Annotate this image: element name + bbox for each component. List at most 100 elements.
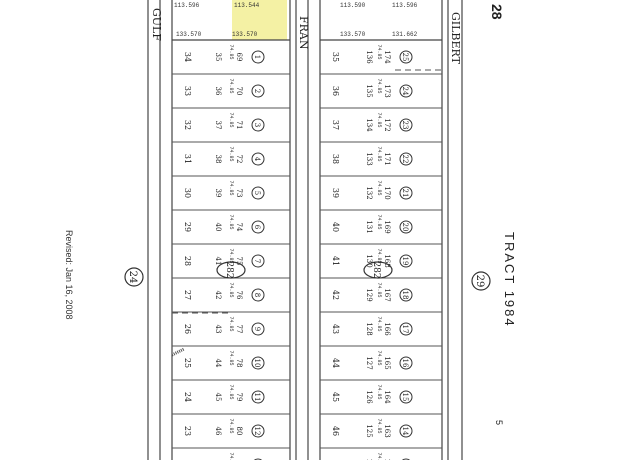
parcel-number: 36 — [214, 87, 222, 96]
lot-circle — [399, 220, 413, 234]
lot-number: 2 — [253, 89, 261, 93]
parcel-number: 37 — [331, 120, 340, 130]
parcel-number: 162 — [383, 458, 391, 460]
lot-circle — [251, 390, 265, 404]
parcel-number: 134 — [365, 118, 373, 132]
frontage-label: 74.85 — [376, 282, 382, 297]
parcel-number: 26 — [183, 324, 192, 334]
parcel-number: 46 — [331, 426, 340, 436]
lot-circle — [399, 118, 413, 132]
parcel-number: 165 — [383, 356, 391, 369]
parcel-number: 126 — [365, 390, 373, 404]
frontage-label: 74.85 — [376, 44, 382, 59]
parcel-number: 44 — [331, 358, 340, 368]
lot-circle — [251, 220, 265, 234]
block-border — [171, 0, 291, 460]
lot-circle — [399, 424, 413, 438]
parcel-number: 130 — [365, 254, 373, 267]
lot-number: 25 — [401, 53, 409, 62]
parcel-number: 132 — [365, 186, 373, 199]
lot-number: 5 — [253, 191, 261, 195]
frontage-label: 74.85 — [228, 146, 234, 161]
frontage-label: 74.85 — [228, 180, 234, 195]
block-29[interactable]: 29 — [471, 271, 491, 291]
parcel-number: 168 — [383, 254, 391, 267]
parcel-number: 42 — [214, 291, 222, 300]
lot-circle — [251, 254, 265, 268]
lot-number: 20 — [401, 223, 409, 232]
lot-circle — [251, 288, 265, 302]
block-29-label: 29 — [474, 275, 485, 288]
parcel-number: 169 — [383, 220, 391, 233]
block-282-east[interactable]: 282 — [363, 261, 393, 279]
lot-circle — [399, 50, 413, 64]
frontage-label: 74.85 — [376, 452, 382, 460]
lot-number: 11 — [253, 393, 261, 402]
frontage-label: 74.85 — [376, 418, 382, 433]
block-282-west[interactable]: 282 — [216, 261, 246, 279]
parcel-number: 37 — [214, 121, 222, 130]
lot-circle — [251, 186, 265, 200]
lot-circle — [399, 288, 413, 302]
lot-number: 4 — [253, 157, 261, 162]
parcel-number: 25 — [183, 358, 192, 368]
parcel-number: 73 — [235, 189, 243, 198]
parcel-number: 76 — [235, 291, 243, 300]
revised-note: Revised: Jan 16, 2008 — [64, 230, 74, 320]
parcel-number: 41 — [214, 257, 222, 266]
block-24[interactable]: 24 — [124, 267, 144, 287]
street-fran: FRAN — [297, 16, 310, 50]
parcel-number: 167 — [383, 288, 391, 301]
dim-bot-right-b: 131.662 — [392, 31, 418, 38]
lot-circle — [401, 458, 411, 460]
parcel-number: 39 — [331, 188, 340, 198]
dim-top-left: 113.596 — [174, 2, 200, 9]
lot-circle — [251, 424, 265, 438]
parcel-number: 27 — [183, 290, 192, 300]
parcel-number: 38 — [331, 154, 340, 164]
parcel-number: 79 — [235, 393, 243, 402]
lot-circle — [251, 356, 265, 370]
lot-number: 12 — [253, 427, 261, 436]
highlighted-parcel[interactable] — [232, 0, 287, 40]
lot-number: 19 — [401, 257, 409, 266]
parcel-number: 35 — [214, 53, 222, 62]
hatch-mark — [171, 347, 185, 357]
parcel-number: 125 — [365, 424, 373, 437]
lot-number: 6 — [253, 225, 261, 230]
frontage-label: 74.85 — [376, 248, 382, 263]
lot-circle — [399, 152, 413, 166]
parcel-number: 40 — [331, 222, 340, 232]
lot-number: 21 — [401, 189, 409, 198]
parcel-number: 170 — [383, 186, 391, 199]
street-gilbert: GILBERT — [449, 12, 462, 65]
lot-number: 7 — [253, 259, 261, 263]
parcel-number: 127 — [365, 356, 373, 369]
